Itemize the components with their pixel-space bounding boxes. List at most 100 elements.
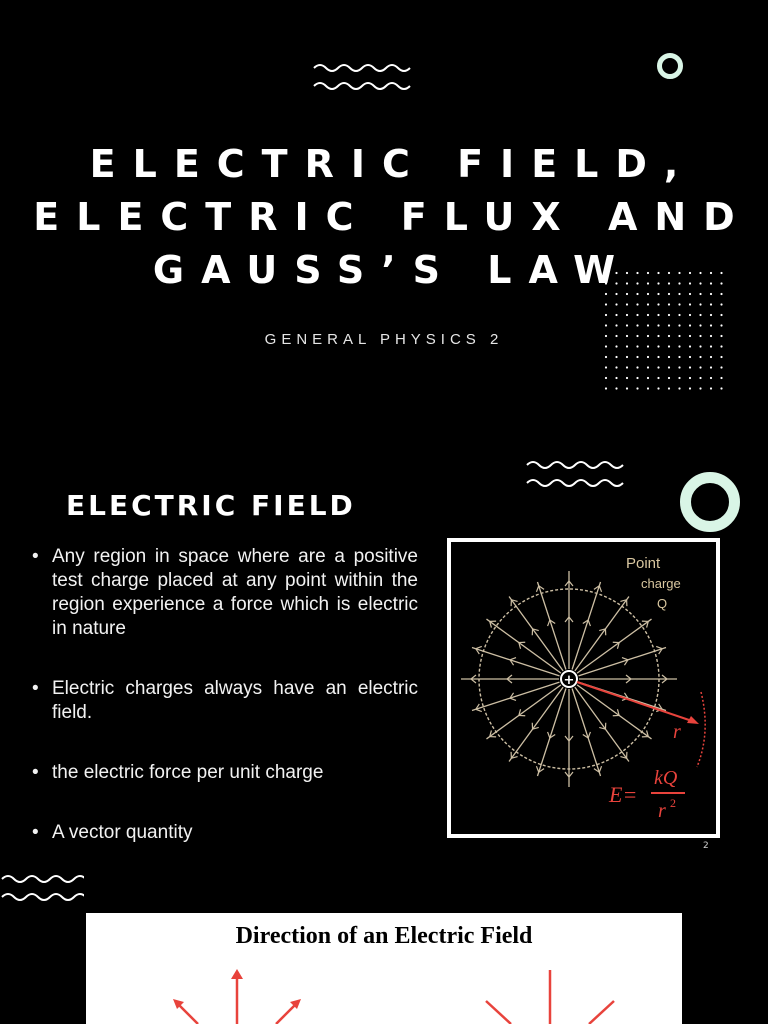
field-line-arrowhead — [599, 628, 607, 636]
dot-grid-decoration — [604, 271, 723, 390]
wave-decoration-bottom — [1, 875, 84, 901]
figure-label-q: Q — [657, 596, 667, 611]
field-line — [571, 581, 602, 670]
field-line-arrowhead — [593, 584, 603, 592]
field-line-arrowhead — [510, 598, 518, 607]
field-line-arrowhead — [599, 722, 607, 730]
page-title: ELECTRIC FIELD, ELECTRIC FLUX AND GAUSS’… — [0, 138, 768, 297]
field-line — [574, 686, 630, 762]
arrow-down-right — [485, 1000, 512, 1024]
field-line-arrowhead — [564, 580, 574, 587]
field-line-arrowhead — [510, 751, 518, 760]
title-line-2: ELECTRIC FLUX AND — [33, 195, 752, 239]
field-line-arrowhead — [474, 703, 482, 713]
field-line — [536, 581, 567, 670]
field-line-arrowhead — [509, 692, 517, 701]
electric-field-figure: + Point charge Q r E= kQ r 2 — [447, 538, 720, 838]
radius-arrowhead — [687, 716, 699, 724]
field-line — [578, 646, 667, 677]
field-line-arrowhead — [661, 674, 668, 684]
field-line-arrowhead — [656, 645, 664, 655]
field-line-arrowhead — [582, 619, 591, 627]
section-heading: ELECTRIC FIELD — [66, 489, 356, 522]
field-line-arrowhead — [593, 766, 603, 774]
field-line-arrowhead — [621, 657, 629, 666]
field-line-arrowhead — [620, 751, 628, 760]
equation-lhs: E= — [608, 782, 637, 807]
title-line-3: GAUSS’S LAW — [152, 248, 633, 292]
arrowhead-up-left — [173, 999, 184, 1009]
field-line-arrowhead — [531, 722, 539, 730]
field-line-arrowhead — [488, 730, 497, 738]
figure-label-point: Point — [626, 555, 661, 572]
subtitle: GENERAL PHYSICS 2 — [264, 331, 504, 348]
arrow-down-left — [588, 1000, 615, 1024]
field-line-arrowhead — [547, 619, 556, 627]
field-line — [486, 684, 562, 740]
equation-numerator: kQ — [654, 767, 678, 789]
plus-sign: + — [564, 673, 575, 688]
field-line-arrowhead — [582, 731, 591, 739]
field-line — [508, 596, 564, 672]
ring-decoration-small — [657, 53, 683, 79]
field-line-arrowhead — [535, 584, 545, 592]
field-line-arrowhead — [612, 641, 620, 649]
title-line-1: ELECTRIC FIELD, — [89, 142, 696, 186]
field-line — [536, 688, 567, 777]
point-charge — [560, 670, 578, 688]
page-number: 2 — [703, 841, 709, 851]
arrow-up-left — [176, 1002, 199, 1024]
bullet-item: Any region in space where are a positive… — [32, 545, 418, 641]
bullet-item: Electric charges always have an electric… — [32, 677, 418, 725]
arc-marker — [696, 691, 706, 768]
field-line-arrowhead — [509, 657, 517, 666]
bullet-item: A vector quantity — [32, 821, 418, 845]
field-line-arrowhead — [488, 620, 497, 628]
field-line-arrowhead — [641, 730, 650, 738]
field-line-arrowhead — [531, 628, 539, 636]
field-line-arrowhead — [564, 771, 574, 778]
direction-figure-panel: Direction of an Electric Field — [86, 913, 682, 1024]
field-line-arrowhead — [470, 674, 477, 684]
field-line-arrowhead — [612, 709, 620, 717]
field-lines-diagram: + Point charge Q r E= kQ r 2 — [461, 555, 706, 822]
field-line — [486, 618, 562, 674]
equation-denominator: r — [658, 800, 666, 822]
field-line-arrowhead — [518, 709, 526, 717]
arrow-up-right — [275, 1002, 298, 1024]
arrowhead-up-right — [290, 999, 301, 1009]
field-line — [471, 646, 560, 677]
field-line-arrowhead — [564, 616, 574, 623]
field-line — [471, 681, 560, 712]
bullet-list: Any region in space where are a positive… — [32, 545, 418, 845]
radius-arrow — [576, 681, 696, 723]
field-line-arrowhead — [641, 620, 650, 628]
figure-label-r: r — [673, 721, 681, 743]
direction-figure-title: Direction of an Electric Field — [235, 923, 533, 949]
field-line-arrowhead — [518, 641, 526, 649]
equipotential-circle — [478, 588, 660, 770]
field-line-arrowhead — [625, 674, 632, 684]
field-line — [508, 686, 564, 762]
direction-arrows-diagram — [173, 969, 615, 1024]
field-line — [576, 618, 652, 674]
field-line-arrowhead — [547, 731, 556, 739]
field-line-arrowhead — [620, 598, 628, 607]
equation-exponent: 2 — [670, 796, 676, 810]
ring-decoration-large — [680, 472, 740, 532]
field-line — [574, 596, 630, 672]
arrowhead-up — [231, 969, 243, 979]
figure-label-charge: charge — [641, 576, 681, 591]
wave-decoration-middle — [526, 461, 624, 487]
field-line-arrowhead — [535, 766, 545, 774]
field-line — [571, 688, 602, 777]
field-line-arrowhead — [656, 703, 664, 713]
field-line — [576, 684, 652, 740]
field-line-arrowhead — [621, 692, 629, 701]
field-line-arrowhead — [506, 674, 513, 684]
bullet-item: the electric force per unit charge — [32, 761, 418, 785]
field-line-arrowhead — [564, 735, 574, 742]
field-line-arrowhead — [474, 645, 482, 655]
field-line-group — [461, 571, 677, 787]
wave-decoration-top — [313, 64, 411, 90]
